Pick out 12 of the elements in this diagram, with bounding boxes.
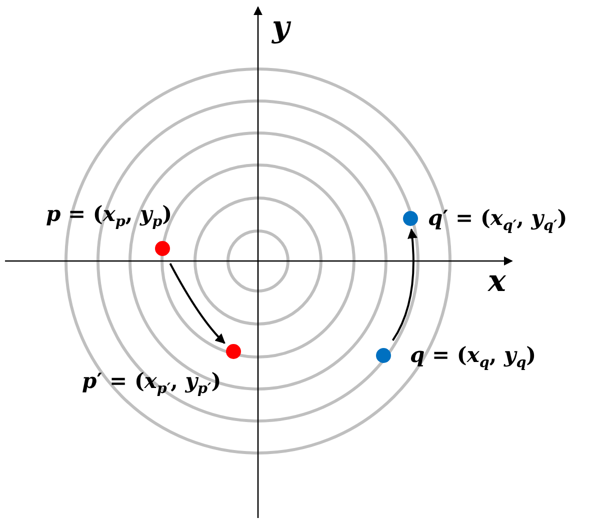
point-coordinate-label: p = (x$_{p}$, y$_{p}$) [46,201,172,232]
point-coordinate-label: q′ = (x$_{q′}$, y$_{q′}$) [428,205,568,236]
curved-arrow [169,263,226,344]
point-marker [154,240,170,256]
point-coordinate-label: q = (x$_{q}$, y$_{q}$) [410,342,536,372]
point-coordinate-label: p′ = (x$_{p′}$, y$_{p′}$) [82,368,222,398]
y-axis-label: y [272,10,290,46]
point-marker [402,210,418,226]
point-marker [226,344,240,358]
curved-arrow [392,228,418,341]
x-axis-label: x [488,264,506,300]
point-marker [376,348,390,362]
